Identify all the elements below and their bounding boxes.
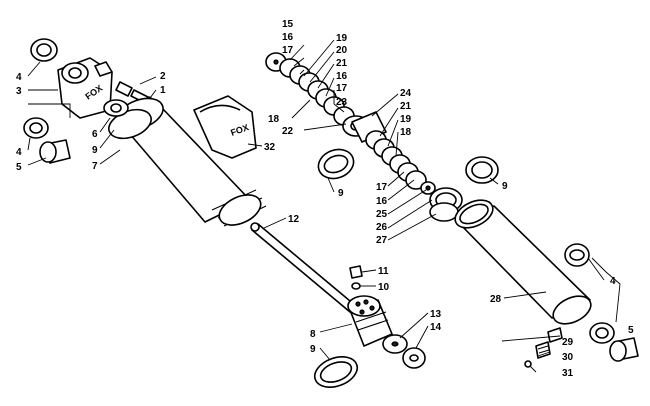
part-spring-clip: FOX bbox=[193, 95, 257, 159]
callout-5-right: 5 bbox=[628, 325, 634, 336]
part-reservoir-tube bbox=[454, 199, 592, 325]
callout-9-left: 9 bbox=[92, 145, 98, 156]
callout-18b: 18 bbox=[400, 127, 412, 138]
callout-27: 27 bbox=[376, 235, 388, 246]
callout-21b: 21 bbox=[400, 101, 412, 112]
callout-16: 16 bbox=[282, 32, 294, 43]
callout-4-right: 4 bbox=[610, 276, 616, 287]
part-mid-seal bbox=[317, 148, 355, 180]
part-right-seal bbox=[465, 156, 499, 184]
callout-9-lower: 9 bbox=[310, 344, 316, 355]
callout-17b: 17 bbox=[336, 83, 348, 94]
callout-19b: 19 bbox=[400, 114, 412, 125]
callout-19: 19 bbox=[336, 33, 348, 44]
callout-2: 2 bbox=[160, 71, 166, 82]
callout-9-right: 9 bbox=[502, 181, 508, 192]
callout-12: 12 bbox=[288, 214, 300, 225]
part-reservoir-cap bbox=[429, 187, 463, 222]
callout-1: 1 bbox=[160, 85, 166, 96]
callout-25: 25 bbox=[376, 209, 388, 220]
callout-26: 26 bbox=[376, 222, 388, 233]
callout-21: 21 bbox=[336, 58, 348, 69]
callout-5-left: 5 bbox=[16, 162, 22, 173]
part-main-body-tube bbox=[103, 97, 267, 227]
callout-9-mid: 9 bbox=[338, 188, 344, 199]
callout-24: 24 bbox=[400, 88, 412, 99]
callout-17: 17 bbox=[282, 45, 294, 56]
callout-10: 10 bbox=[378, 282, 390, 293]
callout-30: 30 bbox=[562, 352, 574, 363]
callout-17c: 17 bbox=[376, 182, 388, 193]
callout-14: 14 bbox=[430, 322, 442, 333]
callout-11: 11 bbox=[378, 266, 389, 277]
callout-13: 13 bbox=[430, 309, 442, 320]
callout-4-top: 4 bbox=[16, 72, 22, 83]
part-right-bushings bbox=[564, 243, 639, 362]
part-piston-assembly bbox=[347, 295, 393, 347]
callout-6: 6 bbox=[92, 129, 98, 140]
part-lower-seal bbox=[313, 356, 359, 388]
callout-7: 7 bbox=[92, 161, 98, 172]
callout-23: 23 bbox=[336, 97, 348, 108]
callout-3: 3 bbox=[16, 86, 22, 97]
callout-20: 20 bbox=[336, 45, 348, 56]
callout-labels: 15 16 17 19 20 21 16 17 23 18 22 24 21 1… bbox=[16, 19, 634, 379]
callout-28: 28 bbox=[490, 294, 502, 305]
callout-31: 31 bbox=[562, 368, 574, 379]
callout-18: 18 bbox=[268, 114, 280, 125]
part-upper-bushing bbox=[30, 38, 58, 62]
part-lower-bushing-left bbox=[23, 117, 71, 164]
part-shim-stack-lower bbox=[351, 111, 436, 195]
part-washers-13-14 bbox=[382, 334, 426, 369]
callout-22: 22 bbox=[282, 126, 294, 137]
callout-15: 15 bbox=[282, 19, 294, 30]
callout-16c: 16 bbox=[376, 196, 388, 207]
callout-8: 8 bbox=[310, 329, 316, 340]
callout-29: 29 bbox=[562, 337, 574, 348]
callout-16b: 16 bbox=[336, 71, 348, 82]
leader-lines bbox=[27, 39, 621, 373]
callout-32: 32 bbox=[264, 142, 276, 153]
callout-4-left: 4 bbox=[16, 147, 22, 158]
part-piston-shaft bbox=[250, 222, 357, 313]
part-small-fittings bbox=[524, 327, 563, 368]
